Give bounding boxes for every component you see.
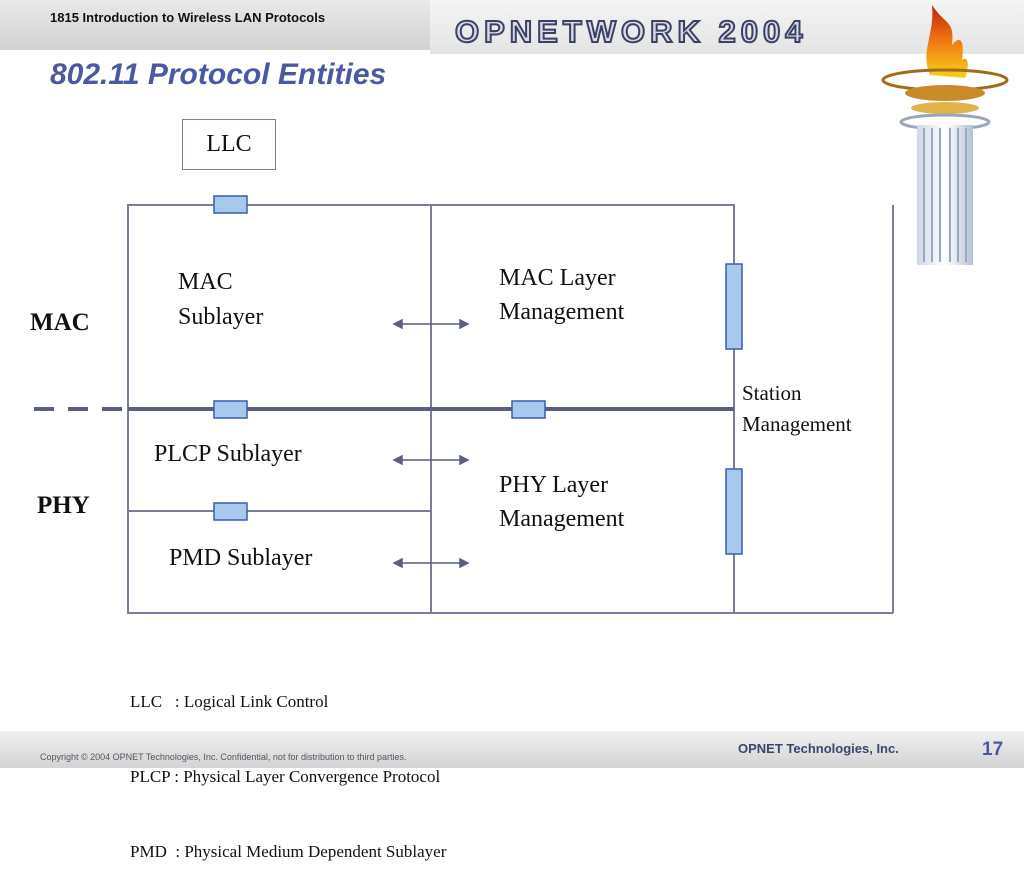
legend-pmd: PMD : Physical Medium Dependent Sublayer: [130, 842, 447, 861]
llc-box: LLC: [182, 119, 276, 170]
llc-box-label: LLC: [206, 131, 252, 157]
plcp-pmd-sap: [213, 502, 248, 521]
plme-sme-sap: [725, 468, 743, 555]
phy-layer-management-line2: Management: [499, 506, 625, 532]
station-management-label: Station Management: [742, 378, 852, 440]
torch-logo-icon: [881, 5, 1009, 265]
mlme-plme-sap: [511, 400, 546, 419]
page-number: 17: [982, 739, 1004, 760]
phy-side-label: PHY: [37, 492, 90, 519]
header-course-tab: [0, 0, 430, 50]
legend-llc: LLC : Logical Link Control: [130, 692, 329, 711]
station-management-line2: Management: [742, 412, 852, 436]
mac-layer-management-label: MAC Layer Management: [499, 261, 624, 329]
llc-mac-sap: [213, 195, 248, 214]
slide-title: 802.11 Protocol Entities: [50, 58, 387, 91]
course-title: 1815 Introduction to Wireless LAN Protoc…: [50, 10, 326, 25]
copyright-notice: Copyright © 2004 OPNET Technologies, Inc…: [40, 752, 407, 762]
brand-logo-text: OPNETWORK 2004: [454, 13, 808, 50]
station-management-line1: Station: [742, 381, 802, 405]
protocol-diagram: [34, 195, 894, 614]
footer-company: OPNET Technologies, Inc.: [738, 741, 899, 756]
mac-layer-management-line1: MAC Layer: [499, 265, 616, 291]
phy-layer-management-line1: PHY Layer: [499, 472, 609, 498]
mac-sublayer-label: MAC Sublayer: [178, 265, 263, 335]
mlme-sme-sap: [725, 263, 743, 350]
pmd-sublayer-label: PMD Sublayer: [169, 545, 313, 571]
phy-layer-management-label: PHY Layer Management: [499, 468, 624, 536]
mac-layer-management-line2: Management: [499, 299, 625, 325]
plcp-sublayer-label: PLCP Sublayer: [154, 441, 302, 467]
mac-sublayer-line2: Sublayer: [178, 304, 264, 330]
mac-phy-sap: [213, 400, 248, 419]
footer-band: [0, 731, 1024, 768]
mac-side-label: MAC: [30, 309, 90, 336]
mac-sublayer-line1: MAC: [178, 269, 233, 295]
header-brand-bar: [430, 0, 1024, 54]
